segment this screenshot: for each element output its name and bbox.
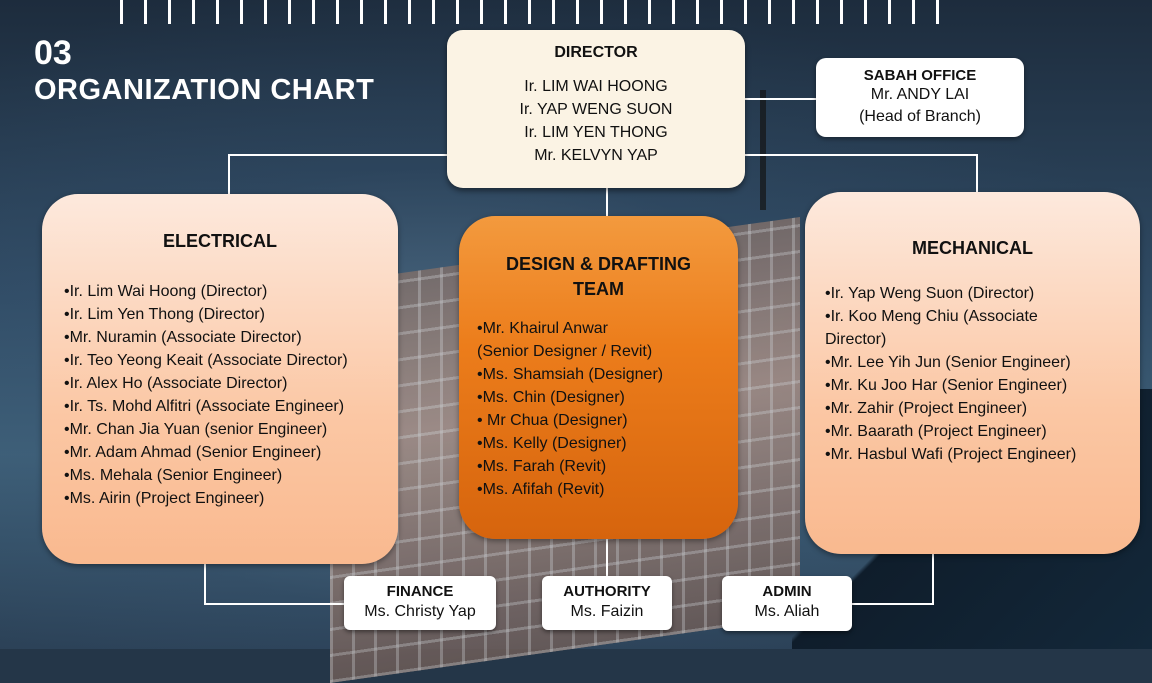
list-item: Director)	[825, 331, 887, 348]
director-name: Ir. LIM WAI HOONG	[524, 78, 668, 95]
admin-name: Ms. Aliah	[754, 603, 820, 620]
mechanical-member-list: •Ir. Yap Weng Suon (Director) •Ir. Koo M…	[825, 282, 1125, 466]
authority-box: AUTHORITY Ms. Faizin	[542, 576, 672, 630]
design-drafting-heading: DESIGN & DRAFTING TEAM	[459, 252, 738, 302]
list-item: •Mr. Hasbul Wafi (Project Engineer)	[825, 446, 1077, 463]
electrical-panel: ELECTRICAL •Ir. Lim Wai Hoong (Director)…	[42, 194, 398, 564]
list-item: •Mr. Ku Joo Har (Senior Engineer)	[825, 377, 1068, 394]
list-item: •Mr. Lee Yih Jun (Senior Engineer)	[825, 354, 1071, 371]
list-item: •Mr. Adam Ahmad (Senior Engineer)	[64, 444, 322, 461]
connector-line	[204, 603, 345, 605]
mechanical-heading: MECHANICAL	[912, 238, 1033, 258]
sabah-office-box: SABAH OFFICE Mr. ANDY LAI (Head of Branc…	[816, 58, 1024, 137]
list-item: •Mr. Baarath (Project Engineer)	[825, 423, 1047, 440]
admin-box: ADMIN Ms. Aliah	[722, 576, 852, 631]
electrical-member-list: •Ir. Lim Wai Hoong (Director) •Ir. Lim Y…	[64, 280, 348, 510]
finance-name: Ms. Christy Yap	[364, 603, 476, 620]
design-heading-line: TEAM	[573, 279, 624, 299]
electrical-heading: ELECTRICAL	[163, 231, 277, 251]
list-item: •Ir. Yap Weng Suon (Director)	[825, 285, 1035, 302]
list-item: •Ms. Shamsiah (Designer)	[477, 366, 664, 383]
list-item: •Ir. Lim Wai Hoong (Director)	[64, 283, 268, 300]
list-item: (Senior Designer / Revit)	[477, 343, 653, 360]
authority-heading: AUTHORITY	[563, 583, 651, 600]
list-item: •Ir. Koo Meng Chiu (Associate	[825, 308, 1038, 325]
design-member-list: •Mr. Khairul Anwar (Senior Designer / Re…	[477, 317, 737, 501]
connector-line	[228, 154, 230, 196]
connector-line	[744, 154, 978, 156]
list-item: •Mr. Nuramin (Associate Director)	[64, 329, 302, 346]
connector-line	[976, 154, 978, 194]
connector-line	[204, 563, 206, 605]
list-item: •Ir. Ts. Mohd Alfitri (Associate Enginee…	[64, 398, 345, 415]
admin-heading: ADMIN	[762, 583, 812, 600]
list-item: •Ms. Airin (Project Engineer)	[64, 490, 265, 507]
list-item: •Ir. Lim Yen Thong (Director)	[64, 306, 265, 323]
director-name: Ir. LIM YEN THONG	[524, 124, 668, 141]
finance-heading: FINANCE	[386, 583, 454, 600]
section-number: 03	[34, 34, 72, 72]
list-item: •Ir. Alex Ho (Associate Director)	[64, 375, 288, 392]
list-item: •Ms. Mehala (Senior Engineer)	[64, 467, 283, 484]
crane-image	[760, 90, 886, 210]
director-heading: DIRECTOR	[554, 44, 638, 61]
list-item: •Mr. Khairul Anwar	[477, 320, 608, 337]
list-item: •Ms. Farah (Revit)	[477, 458, 607, 475]
director-box: DIRECTOR Ir. LIM WAI HOONG Ir. YAP WENG …	[447, 30, 745, 188]
mechanical-panel: MECHANICAL •Ir. Yap Weng Suon (Director)…	[805, 192, 1140, 554]
list-item: • Mr Chua (Designer)	[477, 412, 628, 429]
page-title: ORGANIZATION CHART	[34, 74, 375, 106]
list-item: •Ir. Teo Yeong Keait (Associate Director…	[64, 352, 348, 369]
design-drafting-panel: DESIGN & DRAFTING TEAM •Mr. Khairul Anwa…	[459, 216, 738, 539]
list-item: •Mr. Zahir (Project Engineer)	[825, 400, 1028, 417]
authority-name: Ms. Faizin	[570, 603, 644, 620]
list-item: •Ms. Chin (Designer)	[477, 389, 625, 406]
design-heading-line: DESIGN & DRAFTING	[505, 254, 691, 274]
sabah-office-heading: SABAH OFFICE	[863, 67, 977, 84]
finance-box: FINANCE Ms. Christy Yap	[344, 576, 496, 630]
list-item: •Ms. Kelly (Designer)	[477, 435, 627, 452]
list-item: •Mr. Chan Jia Yuan (senior Engineer)	[64, 421, 328, 438]
connector-line	[606, 188, 608, 216]
list-item: •Ms. Afifah (Revit)	[477, 481, 605, 498]
connector-line	[745, 98, 817, 100]
sabah-office-name: Mr. ANDY LAI	[870, 86, 970, 103]
connector-line	[228, 154, 448, 156]
connector-line	[851, 603, 934, 605]
connector-line	[932, 553, 934, 605]
connector-line	[606, 539, 608, 577]
decorative-tick-bar	[120, 0, 960, 24]
director-name: Ir. YAP WENG SUON	[519, 101, 673, 118]
director-name: Mr. KELVYN YAP	[534, 147, 658, 164]
sabah-office-role: (Head of Branch)	[859, 108, 981, 125]
